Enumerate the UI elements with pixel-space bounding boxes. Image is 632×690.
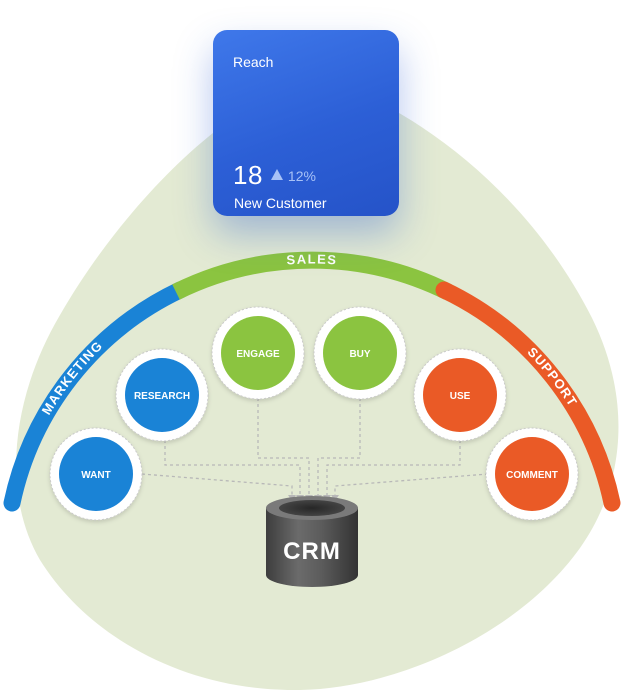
connector-want bbox=[141, 473, 293, 496]
stage-research-label: RESEARCH bbox=[134, 391, 190, 402]
delta-value: 12% bbox=[287, 167, 316, 184]
stage-buy-label: BUY bbox=[349, 349, 370, 360]
stage-comment: COMMENT bbox=[485, 427, 579, 521]
triangle-up-icon bbox=[270, 169, 283, 180]
stage-want: WANT bbox=[49, 427, 143, 521]
reach-card: Reach 18 12% New Customer bbox=[213, 30, 399, 216]
connectors bbox=[141, 398, 489, 496]
stage-comment-label: COMMENT bbox=[506, 470, 558, 481]
connector-research bbox=[164, 440, 301, 496]
marketing-arc bbox=[3, 281, 189, 512]
svg-text:SALES: SALES bbox=[286, 252, 338, 268]
crm-label: CRM bbox=[283, 538, 341, 565]
background-blob bbox=[16, 84, 619, 690]
card-metric: 18 12% bbox=[233, 160, 316, 191]
stage-engage-label: ENGAGE bbox=[236, 349, 280, 360]
connector-engage bbox=[257, 398, 310, 496]
stage-buy: BUY bbox=[313, 306, 407, 400]
stage-want-label: WANT bbox=[81, 470, 110, 481]
delta-badge: 12% bbox=[270, 167, 316, 184]
connector-buy bbox=[317, 398, 361, 496]
connector-use bbox=[326, 440, 461, 496]
crm-database-icon: CRM bbox=[266, 496, 358, 587]
card-title: Reach bbox=[233, 54, 274, 70]
stage-engage: ENGAGE bbox=[211, 306, 305, 400]
sales-label: SALES bbox=[286, 252, 336, 268]
stage-research: RESEARCH bbox=[115, 348, 209, 442]
card-value: 18 bbox=[233, 160, 263, 190]
stage-use-label: USE bbox=[450, 391, 471, 402]
sales-arc bbox=[172, 251, 452, 300]
stage-use: USE bbox=[413, 348, 507, 442]
support-arc bbox=[435, 281, 621, 512]
card-label: New Customer bbox=[234, 195, 327, 211]
